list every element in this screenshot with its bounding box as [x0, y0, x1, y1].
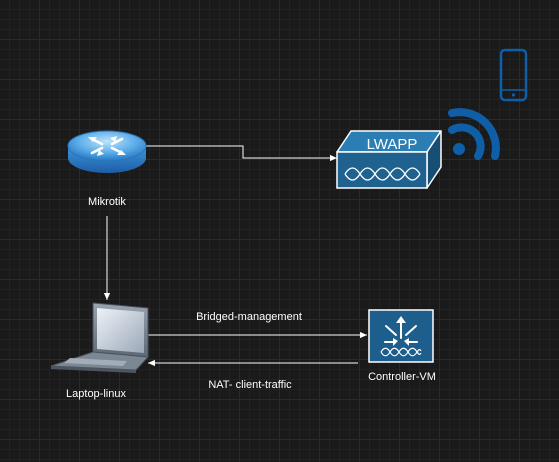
router-icon[interactable]	[67, 130, 147, 173]
laptop-label: Laptop-linux	[66, 388, 126, 400]
wifi-signal-icon	[448, 108, 500, 160]
mobile-phone-icon	[499, 48, 528, 102]
router-to-ap-connector	[146, 145, 337, 162]
access-point-label: LWAPP	[367, 136, 418, 153]
laptop-icon[interactable]	[50, 302, 150, 373]
client-traffic-edge-label: NAT- client-traffic	[208, 379, 292, 391]
access-point-icon[interactable]	[336, 130, 442, 189]
management-edge-label: Bridged-management	[196, 311, 302, 323]
controller-icon[interactable]	[368, 309, 434, 363]
router-label: Mikrotik	[88, 196, 126, 208]
controller-label: Controller-VM	[368, 371, 436, 383]
